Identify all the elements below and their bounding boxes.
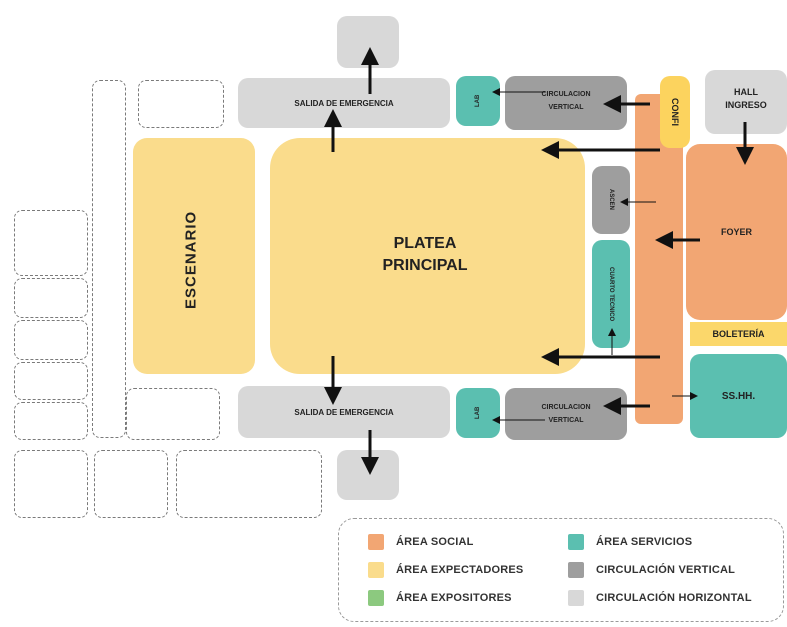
hall-label-line1: HALL (734, 87, 758, 97)
legend-label-servicios: ÁREA SERVICIOS (596, 536, 693, 548)
legend-swatch-social (368, 534, 384, 550)
dashed-block (94, 450, 168, 518)
legend-label-expositores: ÁREA EXPOSITORES (396, 592, 512, 604)
legend-swatch-circ-horizontal (568, 590, 584, 606)
dashed-strip-vertical (92, 80, 126, 438)
salida-emergencia-bottom: SALIDA DE EMERGENCIA (238, 386, 450, 438)
foyer: FOYER (686, 144, 787, 320)
platea-principal (270, 138, 585, 374)
legend-label-social: ÁREA SOCIAL (396, 536, 474, 548)
dashed-block (176, 450, 322, 518)
dashed-block (14, 402, 88, 440)
confi: CONFI (660, 76, 690, 148)
circulacion-top-line2: VERTICAL (548, 103, 584, 111)
dashed-block (138, 80, 224, 128)
circulacion-top-line1: CIRCULACION (541, 90, 591, 98)
legend-label-circ-vertical: CIRCULACIÓN VERTICAL (596, 564, 736, 576)
dashed-block (14, 210, 88, 276)
circulacion-bottom-line1: CIRCULACION (541, 403, 591, 411)
circulacion-bottom-line2: VERTICAL (548, 416, 584, 424)
dashed-block (14, 362, 88, 400)
legend-swatch-expectadores (368, 562, 384, 578)
legend-swatch-circ-vertical (568, 562, 584, 578)
legend-swatch-servicios (568, 534, 584, 550)
dashed-block (14, 450, 88, 518)
escenario (133, 138, 255, 374)
dashed-block (14, 278, 88, 318)
legend-label-expectadores: ÁREA EXPECTADORES (396, 564, 524, 576)
legend (338, 518, 784, 622)
boleteria: BOLETERÍA (690, 322, 787, 346)
legend-label-circ-horizontal: CIRCULACIÓN HORIZONTAL (596, 592, 752, 604)
hall-label-line2: INGRESO (725, 100, 767, 110)
platea-label-line2: PRINCIPAL (382, 257, 468, 274)
dashed-block (14, 320, 88, 360)
salida-emergencia-top: SALIDA DE EMERGENCIA (238, 78, 450, 128)
dashed-block (126, 388, 220, 440)
legend-swatch-expositores (368, 590, 384, 606)
sshh: SS.HH. (690, 354, 787, 438)
platea-label-line1: PLATEA (393, 235, 457, 252)
